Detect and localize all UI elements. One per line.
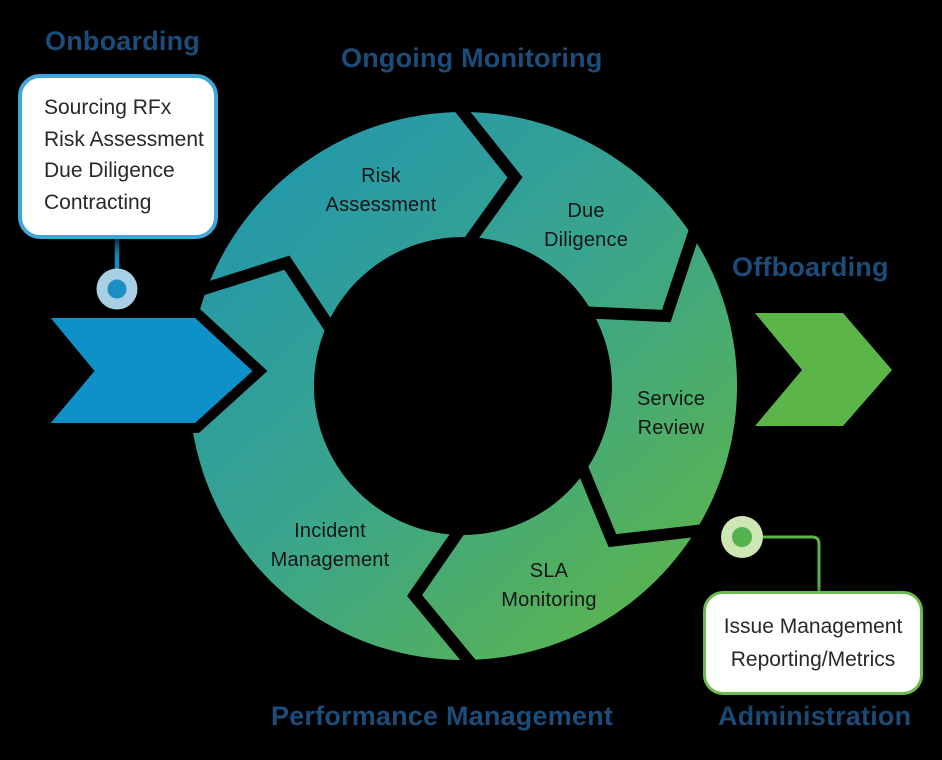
onboarding-callout-item: Sourcing RFx [44,96,172,119]
segment-risk-assessment: Risk Assessment [325,165,437,216]
segment-gap-left [198,255,337,334]
heading-ongoing-monitoring: Ongoing Monitoring [341,43,603,73]
administration-callout-item: Reporting/Metrics [730,648,896,671]
segment-gap-bottom [407,525,478,670]
segment-gap-upper-right [585,227,701,323]
segment-gap-top [453,102,523,247]
onboarding-connector-dot [107,279,127,299]
administration-connector-dot [732,527,752,547]
administration-callout-item: Issue Management [723,615,903,638]
segment-gap-lower-right [575,463,704,548]
segment-due-diligence: Due Diligence [543,200,629,251]
heading-performance-management: Performance Management [271,701,614,731]
segment-service-review: Service Review [636,388,706,439]
administration-callout: Issue Management Reporting/Metrics [703,591,923,695]
heading-onboarding: Onboarding [45,26,200,56]
onboarding-callout: Sourcing RFx Risk Assessment Due Diligen… [18,74,218,239]
onboarding-callout-item: Due Diligence [44,159,175,182]
outbound-arrow [755,313,892,426]
onboarding-callout-item: Risk Assessment [44,127,204,151]
heading-administration: Administration [718,701,912,731]
segment-sla-monitoring: SLA Monitoring [501,560,597,611]
onboarding-callout-item: Contracting [44,190,152,214]
segment-incident-management: Incident Management [270,520,390,571]
inbound-arrow [29,308,268,433]
administration-connector-line [763,535,821,592]
heading-offboarding: Offboarding [732,252,889,282]
